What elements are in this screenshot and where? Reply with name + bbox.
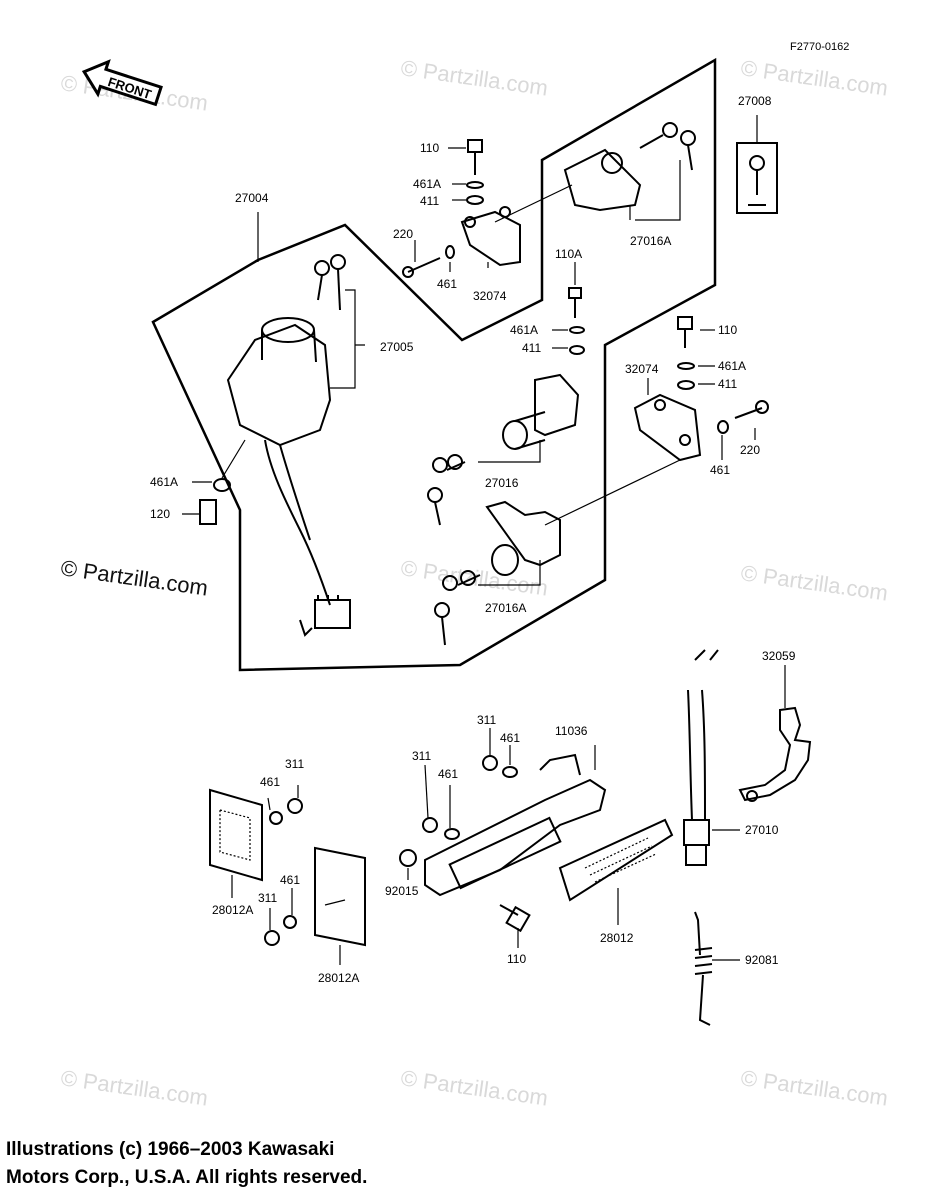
part-number-label: 311 [258, 891, 277, 905]
part-number-label: 28012A [318, 971, 359, 985]
part-number-label: 27008 [738, 94, 772, 108]
watermark: © Partzilla.com [739, 1065, 889, 1110]
screw-icon [717, 400, 769, 434]
part-number-label: 461 [438, 767, 458, 781]
key-icon [639, 122, 696, 171]
callout-line [629, 160, 681, 221]
part-number-label: 461 [280, 873, 300, 887]
part-number-label: 461A [150, 475, 178, 489]
part-number-label: 28012A [212, 903, 253, 917]
lock-cylinder-part [485, 500, 561, 576]
lock-cylinder-part [502, 373, 580, 450]
part-number-label: 461A [413, 177, 441, 191]
bolt-icon [466, 139, 484, 205]
part-number-label: 27004 [235, 191, 269, 205]
part-labels: 110 461A 411 220 461 32074 27016A 27008 … [150, 94, 796, 985]
bolt-icon [568, 287, 585, 355]
part-number-label: 220 [393, 227, 413, 241]
license-bracket-part [424, 753, 607, 897]
key-icon [434, 570, 481, 646]
part-number-label: 120 [150, 507, 170, 521]
screw-icon [199, 439, 246, 525]
screw-icon [402, 245, 455, 278]
watermark: © Partzilla.com [59, 1065, 209, 1110]
part-number-label: 411 [718, 377, 737, 391]
callout-line [330, 289, 365, 389]
part-number-label: 110 [718, 323, 737, 337]
reflector-part [558, 818, 674, 902]
part-number-label: 110 [507, 952, 526, 966]
part-number-label: 11036 [555, 724, 588, 738]
copyright-line-2: Motors Corp., U.S.A. All rights reserved… [6, 1167, 368, 1188]
part-number-label: 311 [477, 713, 496, 727]
part-number-label: 27016A [630, 234, 671, 248]
bolt-icon [677, 316, 695, 390]
part-number-label: 28012 [600, 931, 634, 945]
key-tag-part [736, 115, 778, 214]
part-number-label: 411 [420, 194, 439, 208]
callout-line [494, 184, 573, 223]
part-number-label: 92081 [745, 953, 779, 967]
key-icon [314, 254, 346, 311]
part-number-label: 220 [740, 443, 760, 457]
part-number-label: 32059 [762, 649, 796, 663]
figure-code: F2770-0162 [790, 41, 849, 53]
part-number-label: 27016A [485, 601, 526, 615]
part-number-label: 461 [710, 463, 730, 477]
callout-line [544, 459, 681, 526]
spring-part [694, 911, 713, 1026]
part-number-label: 461 [437, 277, 457, 291]
part-number-label: 27005 [380, 340, 414, 354]
lock-cylinder-part [563, 148, 642, 212]
watermark: © Partzilla.com [739, 560, 889, 605]
part-number-label: 311 [412, 749, 431, 763]
part-number-label: 411 [522, 341, 541, 355]
copyright-line-1: Illustrations (c) 1966–2003 Kawasaki [6, 1139, 335, 1160]
part-number-label: 110A [555, 247, 582, 261]
nut-icon [399, 755, 531, 933]
watermark-dark: © Partzilla.com [59, 555, 209, 600]
reflector-part [264, 846, 366, 947]
front-arrow-icon: FRONT [81, 59, 163, 107]
clamp-part [633, 393, 702, 462]
bracket-part [738, 706, 812, 802]
key-icon [427, 454, 466, 526]
copyright-notice: Illustrations (c) 1966–2003 Kawasaki Mot… [6, 1136, 367, 1192]
part-number-label: 110 [420, 141, 439, 155]
part-number-label: 461 [500, 731, 520, 745]
callout-line [478, 440, 541, 463]
part-number-label: 461A [510, 323, 538, 337]
part-number-label: 27016 [485, 476, 519, 490]
callout-lines [182, 147, 756, 948]
part-number-label: 461A [718, 359, 746, 373]
watermark: © Partzilla.com [399, 55, 549, 100]
callout-line [478, 560, 541, 586]
part-number-label: 27010 [745, 823, 779, 837]
part-number-label: 32074 [473, 289, 507, 303]
part-number-label: 461 [260, 775, 280, 789]
kit-outline [151, 57, 717, 672]
part-number-label: 311 [285, 757, 304, 771]
part-number-label: 32074 [625, 362, 659, 376]
watermark: © Partzilla.com [399, 1065, 549, 1110]
clamp-part [460, 206, 521, 267]
part-number-label: 92015 [385, 884, 419, 898]
reflector-part [209, 788, 303, 882]
ignition-switch-part [226, 317, 351, 637]
neutral-switch-part [683, 649, 719, 866]
